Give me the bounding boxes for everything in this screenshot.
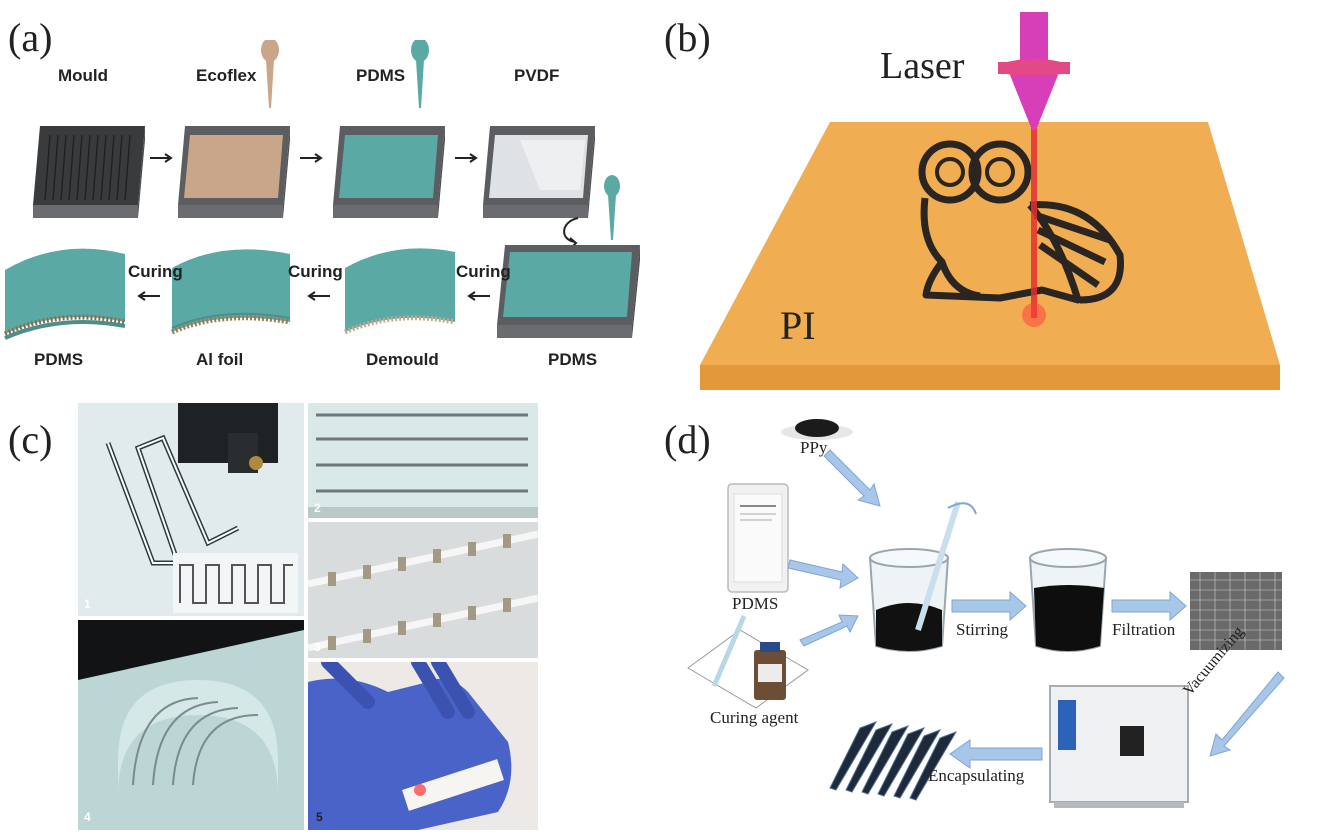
photo-5-wrist-sensor: 5 — [308, 662, 538, 830]
curing-agent-label: Curing agent — [710, 708, 799, 727]
arrow-stirring — [951, 590, 1027, 622]
panel-c-letter: (c) — [8, 417, 53, 462]
panel-d-letter: (d) — [664, 417, 711, 462]
mould-box — [33, 126, 145, 218]
panel-d-drawing — [687, 419, 1285, 808]
arrow-vacuumizing — [1209, 671, 1285, 757]
label-ecoflex: Ecoflex — [196, 66, 257, 85]
demould-piece — [343, 248, 456, 335]
pvdf-box — [483, 126, 595, 218]
photo-3-electrodes: 3 — [308, 522, 538, 658]
photo-1-drawing — [78, 403, 304, 616]
photo-3-number: 3 — [314, 640, 321, 654]
laser-beam — [1022, 128, 1046, 327]
pdms-box — [333, 126, 445, 218]
photo-1-printing: 1 — [78, 403, 304, 616]
panel-b-letter: (b) — [664, 15, 711, 60]
mixing-beaker-icon — [868, 501, 977, 652]
pi-label: PI — [780, 303, 816, 348]
photo-4-flexible-sheet: 4 — [78, 620, 304, 830]
label-curing-3: Curing — [456, 262, 511, 281]
photo-2-strips: 2 — [308, 403, 538, 518]
photo-5-drawing — [308, 662, 538, 830]
encapsulating-label: Encapsulating — [928, 766, 1025, 785]
vacuum-oven-icon — [1049, 685, 1189, 808]
label-pdms-bottom-left: PDMS — [34, 350, 84, 369]
arrow-encapsulating — [949, 739, 1043, 769]
arrows-into-beaker — [787, 449, 881, 647]
photo-2-number: 2 — [314, 501, 321, 515]
pdms-box-2 — [497, 245, 640, 338]
photo-5-number: 5 — [316, 810, 323, 824]
ppy-label: PPy — [800, 438, 828, 457]
stirring-label: Stirring — [956, 620, 1008, 639]
pi-substrate — [700, 122, 1280, 390]
label-pdms-top: PDMS — [356, 66, 406, 85]
curing-agent-icon — [687, 615, 809, 709]
label-curing-2: Curing — [288, 262, 343, 281]
panel-a-letter: (a) — [8, 15, 53, 60]
label-pdms-bottom-right: PDMS — [548, 350, 598, 369]
ecoflex-dropper-icon — [261, 40, 279, 108]
laser-head-icon — [998, 12, 1070, 130]
label-demould: Demould — [366, 350, 439, 369]
panel-a-drawing — [3, 40, 640, 340]
ecoflex-box — [178, 126, 290, 218]
owl-pattern-icon — [918, 140, 1124, 304]
label-mould: Mould — [58, 66, 109, 85]
pdms-jar-icon — [727, 483, 789, 593]
arrow-filtration — [1111, 590, 1187, 622]
pdms-dropper-icon-2 — [604, 175, 620, 240]
label-al-foil: Al foil — [196, 350, 244, 369]
filled-beaker-icon — [1028, 548, 1108, 652]
encapsulated-sensors-icon — [829, 721, 958, 801]
label-curing-1: Curing — [128, 262, 183, 281]
filter-mesh-icon — [1190, 572, 1282, 650]
panel-b-drawing — [700, 12, 1280, 390]
photo-4-drawing — [78, 620, 304, 830]
pdms-dropper-icon — [411, 40, 429, 108]
pdms-final-piece — [3, 248, 126, 340]
pdms-label: PDMS — [732, 594, 779, 613]
al-foil-piece — [170, 249, 291, 335]
label-pvdf: PVDF — [514, 66, 560, 85]
filtration-label: Filtration — [1112, 620, 1176, 639]
photo-4-number: 4 — [84, 810, 91, 824]
ppy-powder-icon — [781, 419, 853, 440]
laser-label: Laser — [880, 45, 965, 87]
photo-1-number: 1 — [84, 597, 91, 611]
photo-3-drawing — [308, 522, 538, 658]
photo-2-drawing — [308, 403, 538, 518]
